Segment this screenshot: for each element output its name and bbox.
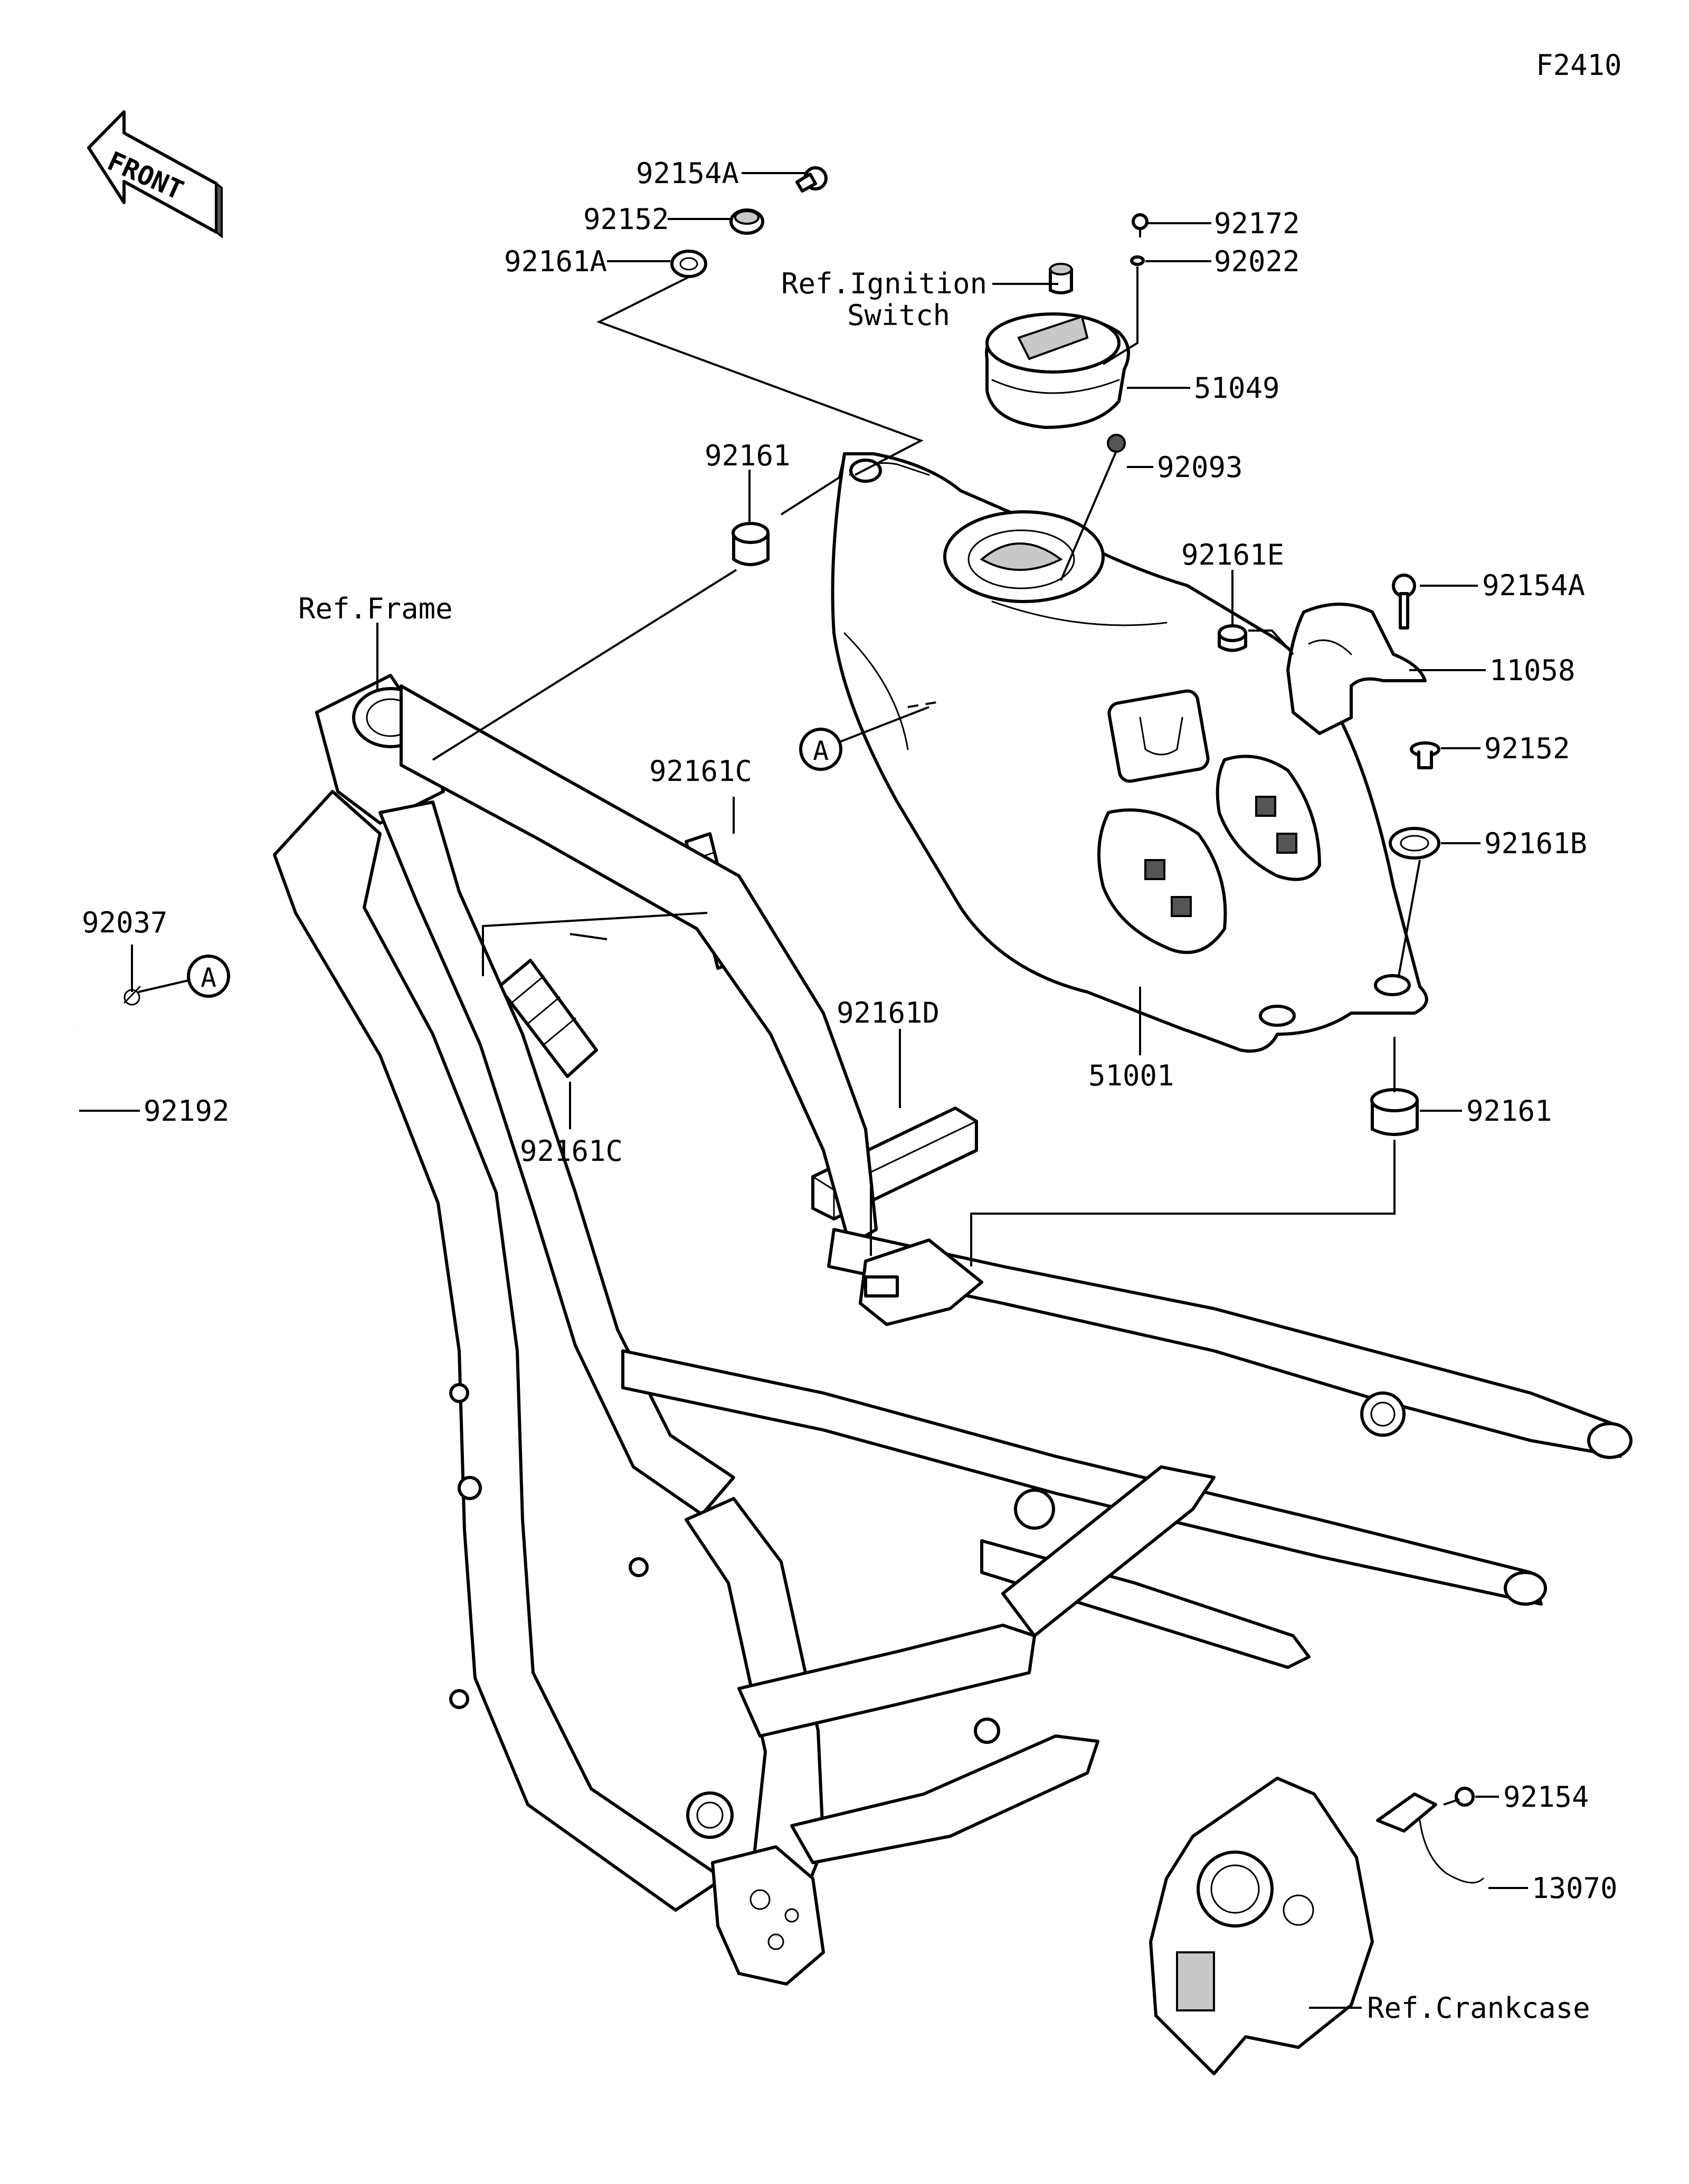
callout-a-tank: A: [799, 728, 842, 771]
label-92022: 92022: [1214, 245, 1300, 278]
label-92154A-top: 92154A: [636, 157, 739, 190]
label-92172: 92172: [1214, 207, 1300, 240]
label-51001: 51001: [1088, 1059, 1174, 1092]
label-13070: 13070: [1532, 1872, 1618, 1905]
label-92161C-bottom: 92161C: [520, 1134, 623, 1168]
label-11058: 11058: [1489, 654, 1576, 687]
damper-92161-right: [1370, 1088, 1419, 1136]
label-92152-right: 92152: [1484, 732, 1570, 765]
rubber-92093: [1107, 434, 1126, 453]
label-ref-ignition-1: Ref.Ignition: [781, 267, 987, 300]
damper-92161A: [670, 250, 707, 278]
leader-lines: [79, 172, 1528, 2009]
diagram-code: F2410: [1536, 49, 1622, 82]
label-92093: 92093: [1157, 451, 1243, 484]
fuel-tank-51001: [831, 452, 1428, 1053]
label-92192: 92192: [144, 1094, 230, 1128]
screw-92172: [1132, 213, 1149, 237]
damper-92161E: [1218, 624, 1247, 652]
front-arrow-icon: FRONT: [87, 110, 223, 239]
ignition-switch-plug: [1049, 263, 1073, 294]
label-92161C-top: 92161C: [649, 755, 752, 788]
washer-92022: [1130, 255, 1145, 266]
label-92161-right: 92161: [1466, 1094, 1552, 1128]
label-92161D: 92161D: [837, 996, 940, 1029]
label-92161-top: 92161: [705, 439, 791, 472]
callout-a-hose: A: [187, 955, 230, 998]
frame: [273, 674, 1633, 1986]
label-92154A-right: 92154A: [1482, 569, 1585, 602]
damper-92161-top: [732, 522, 770, 566]
bolt-92154A-right: [1392, 574, 1416, 630]
label-ref-ignition-2: Switch: [847, 299, 950, 332]
damper-92161B: [1389, 827, 1440, 860]
bolt-92154: [1443, 1787, 1475, 1807]
label-92161E: 92161E: [1181, 538, 1284, 571]
label-92037: 92037: [82, 906, 168, 939]
part-labels: 92154A 92152 92161A Ref.Ignition Switch …: [82, 157, 1618, 2025]
label-92152-top: 92152: [583, 203, 669, 236]
collar-92152-right: [1410, 741, 1440, 769]
bolt-92154A-top: [795, 166, 828, 193]
label-92154: 92154: [1503, 1780, 1589, 1814]
fuel-cap-51049: [985, 312, 1130, 429]
label-92161B: 92161B: [1484, 827, 1587, 860]
label-ref-frame: Ref.Frame: [298, 592, 453, 625]
svg-text:A: A: [201, 962, 216, 993]
label-92161A: 92161A: [504, 245, 607, 278]
breather-hose-92192: [32, 1022, 340, 1510]
pad-92161C-bottom: [497, 959, 598, 1078]
label-ref-crankcase: Ref.Crankcase: [1367, 1991, 1590, 2025]
bracket-13070: [1376, 1792, 1484, 1884]
svg-text:A: A: [813, 736, 829, 766]
crankcase: [1149, 1777, 1374, 2075]
collar-92152-top: [729, 208, 764, 235]
label-51049: 51049: [1194, 371, 1280, 405]
